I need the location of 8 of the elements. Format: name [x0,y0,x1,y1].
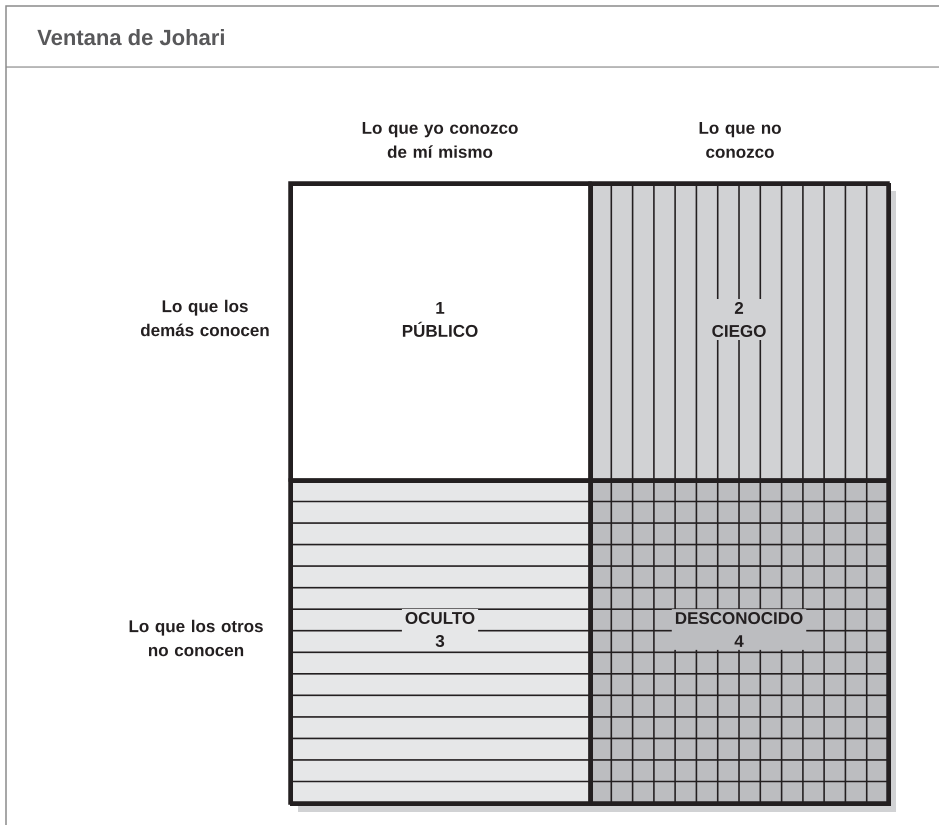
axis-label: Lo que yo conozco de mí mismo [362,122,518,158]
grid-quadrant: DESCONOCIDO 4 [588,478,891,806]
axis-label: Lo que no conozco [700,122,781,158]
lined-quadrant: OCULTO 3 [288,478,593,806]
title: Ventana de Johari [37,29,224,46]
quadrant: 1 PÚBLICO [288,181,593,483]
axis-label: Lo que los otros no conocen [130,620,263,656]
axis-label: Lo que los demás conocen [140,300,269,336]
